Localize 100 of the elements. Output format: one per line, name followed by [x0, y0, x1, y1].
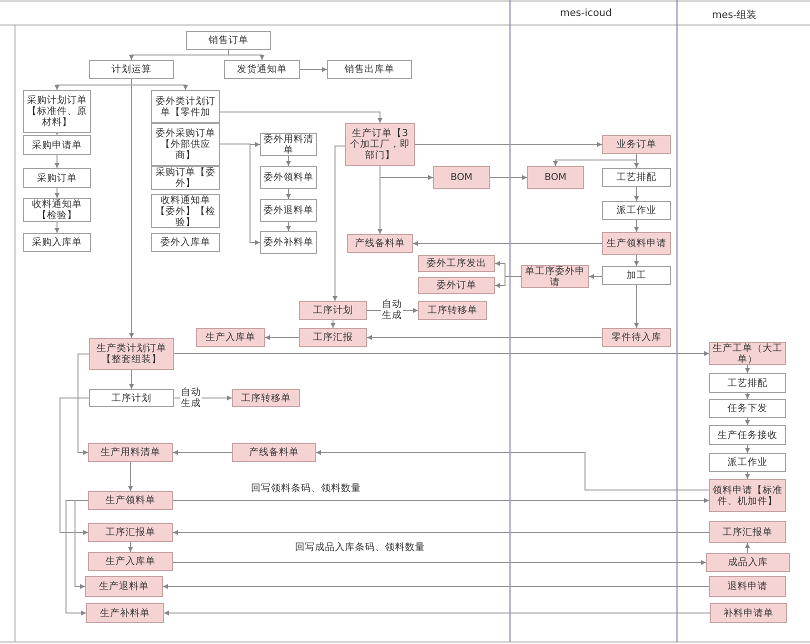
arrow [332, 146, 346, 302]
process-box: 生产入库单 [88, 552, 173, 571]
process-box: BOM [527, 166, 584, 189]
arrow [634, 220, 639, 232]
arrow [412, 241, 602, 246]
process-box: 收料通知单【检验】 [23, 198, 91, 222]
edge-label: 回写成品入库条码、领料数量 [295, 542, 425, 552]
arrow [129, 78, 134, 338]
process-box: 加工 [602, 266, 671, 285]
process-box: 派工作业 [709, 453, 786, 472]
arrow [366, 335, 602, 340]
process-box: 退料申请 [709, 576, 786, 597]
process-box: 采购入库单 [23, 233, 91, 252]
process-box: 工序汇报单 [88, 523, 173, 542]
arrow [174, 351, 710, 356]
arrow [634, 254, 639, 266]
arrow [745, 364, 750, 374]
process-box: 采购申请单 [23, 135, 91, 155]
arrow [54, 222, 60, 234]
arrow [220, 112, 382, 124]
arrow [172, 450, 232, 455]
column-header: mes-组装 [712, 8, 757, 22]
arrow [286, 222, 291, 232]
process-box: 委外入库单 [151, 233, 220, 252]
arrow [60, 398, 90, 535]
process-box: 采购订单【委外】 [151, 166, 220, 190]
process-box: 收料通知单【委外】【检验】 [151, 194, 220, 228]
arrow [745, 392, 750, 400]
process-box: 生产退料单 [85, 576, 163, 597]
process-box: 生产类计划订单【整套组装】 [89, 338, 174, 370]
process-box: 销售出库单 [327, 60, 412, 79]
arrow [54, 188, 60, 198]
arrow [745, 418, 750, 426]
process-box: 生产领料申请 [602, 232, 671, 255]
process-box: 委外补料单 [260, 231, 317, 254]
edge-label: 自动生成 [381, 299, 403, 321]
column-header: mes-icoud [560, 8, 612, 19]
process-box: 补料申请单 [710, 603, 787, 623]
arrow [634, 284, 639, 328]
process-box: 任务下发 [709, 399, 786, 418]
arrow [745, 444, 750, 454]
arrow [378, 166, 382, 234]
arrow [129, 370, 134, 390]
arrow [172, 560, 706, 565]
process-box: 产线备料单 [232, 443, 316, 462]
edge-label: 回写领料条码、领料数量 [251, 482, 361, 494]
arrow [316, 450, 710, 490]
arrow [128, 462, 133, 492]
process-box: 工序转移单 [418, 301, 487, 320]
arrow [128, 542, 133, 552]
process-box: 工艺排配 [709, 373, 786, 393]
process-box: 工序汇报单 [709, 521, 786, 543]
process-box: 委外采购订单【外部供应商】 [151, 123, 220, 166]
arrow [174, 396, 232, 400]
arrow [220, 144, 260, 245]
process-box: 工序计划 [299, 301, 367, 320]
process-box: 销售订单 [186, 31, 271, 50]
process-box: 委外类计划订单【零件加 [151, 90, 220, 123]
process-box: 业务订单 [602, 135, 671, 154]
arrow [745, 542, 750, 554]
process-box: 委外领料单 [260, 166, 317, 189]
arrow [78, 354, 90, 455]
process-box: BOM [433, 166, 490, 189]
arrow [300, 67, 328, 72]
process-box: 单工序委外申请 [521, 265, 589, 288]
arrow [330, 320, 336, 328]
process-box: 委外工序发出 [418, 255, 495, 272]
arrow [66, 500, 88, 616]
process-box: 成品入库 [706, 553, 790, 572]
process-box: 工艺排配 [602, 168, 671, 187]
process-box: 工序转移单 [232, 389, 300, 407]
arrow [366, 308, 418, 313]
process-box: 计划运算 [89, 60, 174, 79]
arrow [494, 276, 522, 288]
arrow [286, 188, 291, 200]
process-box: 委外退料单 [260, 199, 317, 222]
process-box: 派工作业 [602, 201, 671, 220]
arrow [745, 472, 750, 480]
process-box: 零件待入库 [602, 328, 671, 347]
arrow [264, 335, 300, 340]
process-box: 生产领料单 [88, 491, 173, 510]
process-box: 委外用料清单 [260, 133, 317, 156]
arrow [414, 142, 602, 147]
edge-label: 自动生成 [180, 387, 202, 409]
process-box: 生产入库单 [196, 328, 265, 347]
process-box: 发货通知单 [224, 60, 300, 79]
process-box: 生产订单【3个加工厂，即部门】 [345, 123, 415, 166]
arrow [286, 156, 291, 166]
arrow [54, 154, 60, 168]
arrow [164, 610, 710, 616]
process-box: 领料申请【标准件、机加件】 [709, 479, 786, 512]
arrow [172, 530, 710, 535]
arrow [588, 274, 602, 279]
process-box: 采购计划订单【标准件、原材料】 [23, 90, 91, 133]
process-box: 工序汇报 [299, 328, 367, 347]
process-box: 工序计划 [89, 389, 174, 407]
arrow [228, 50, 264, 60]
process-box: 生产用料清单 [88, 443, 173, 462]
process-box: 产线备料单 [347, 234, 413, 253]
arrow [172, 498, 710, 503]
